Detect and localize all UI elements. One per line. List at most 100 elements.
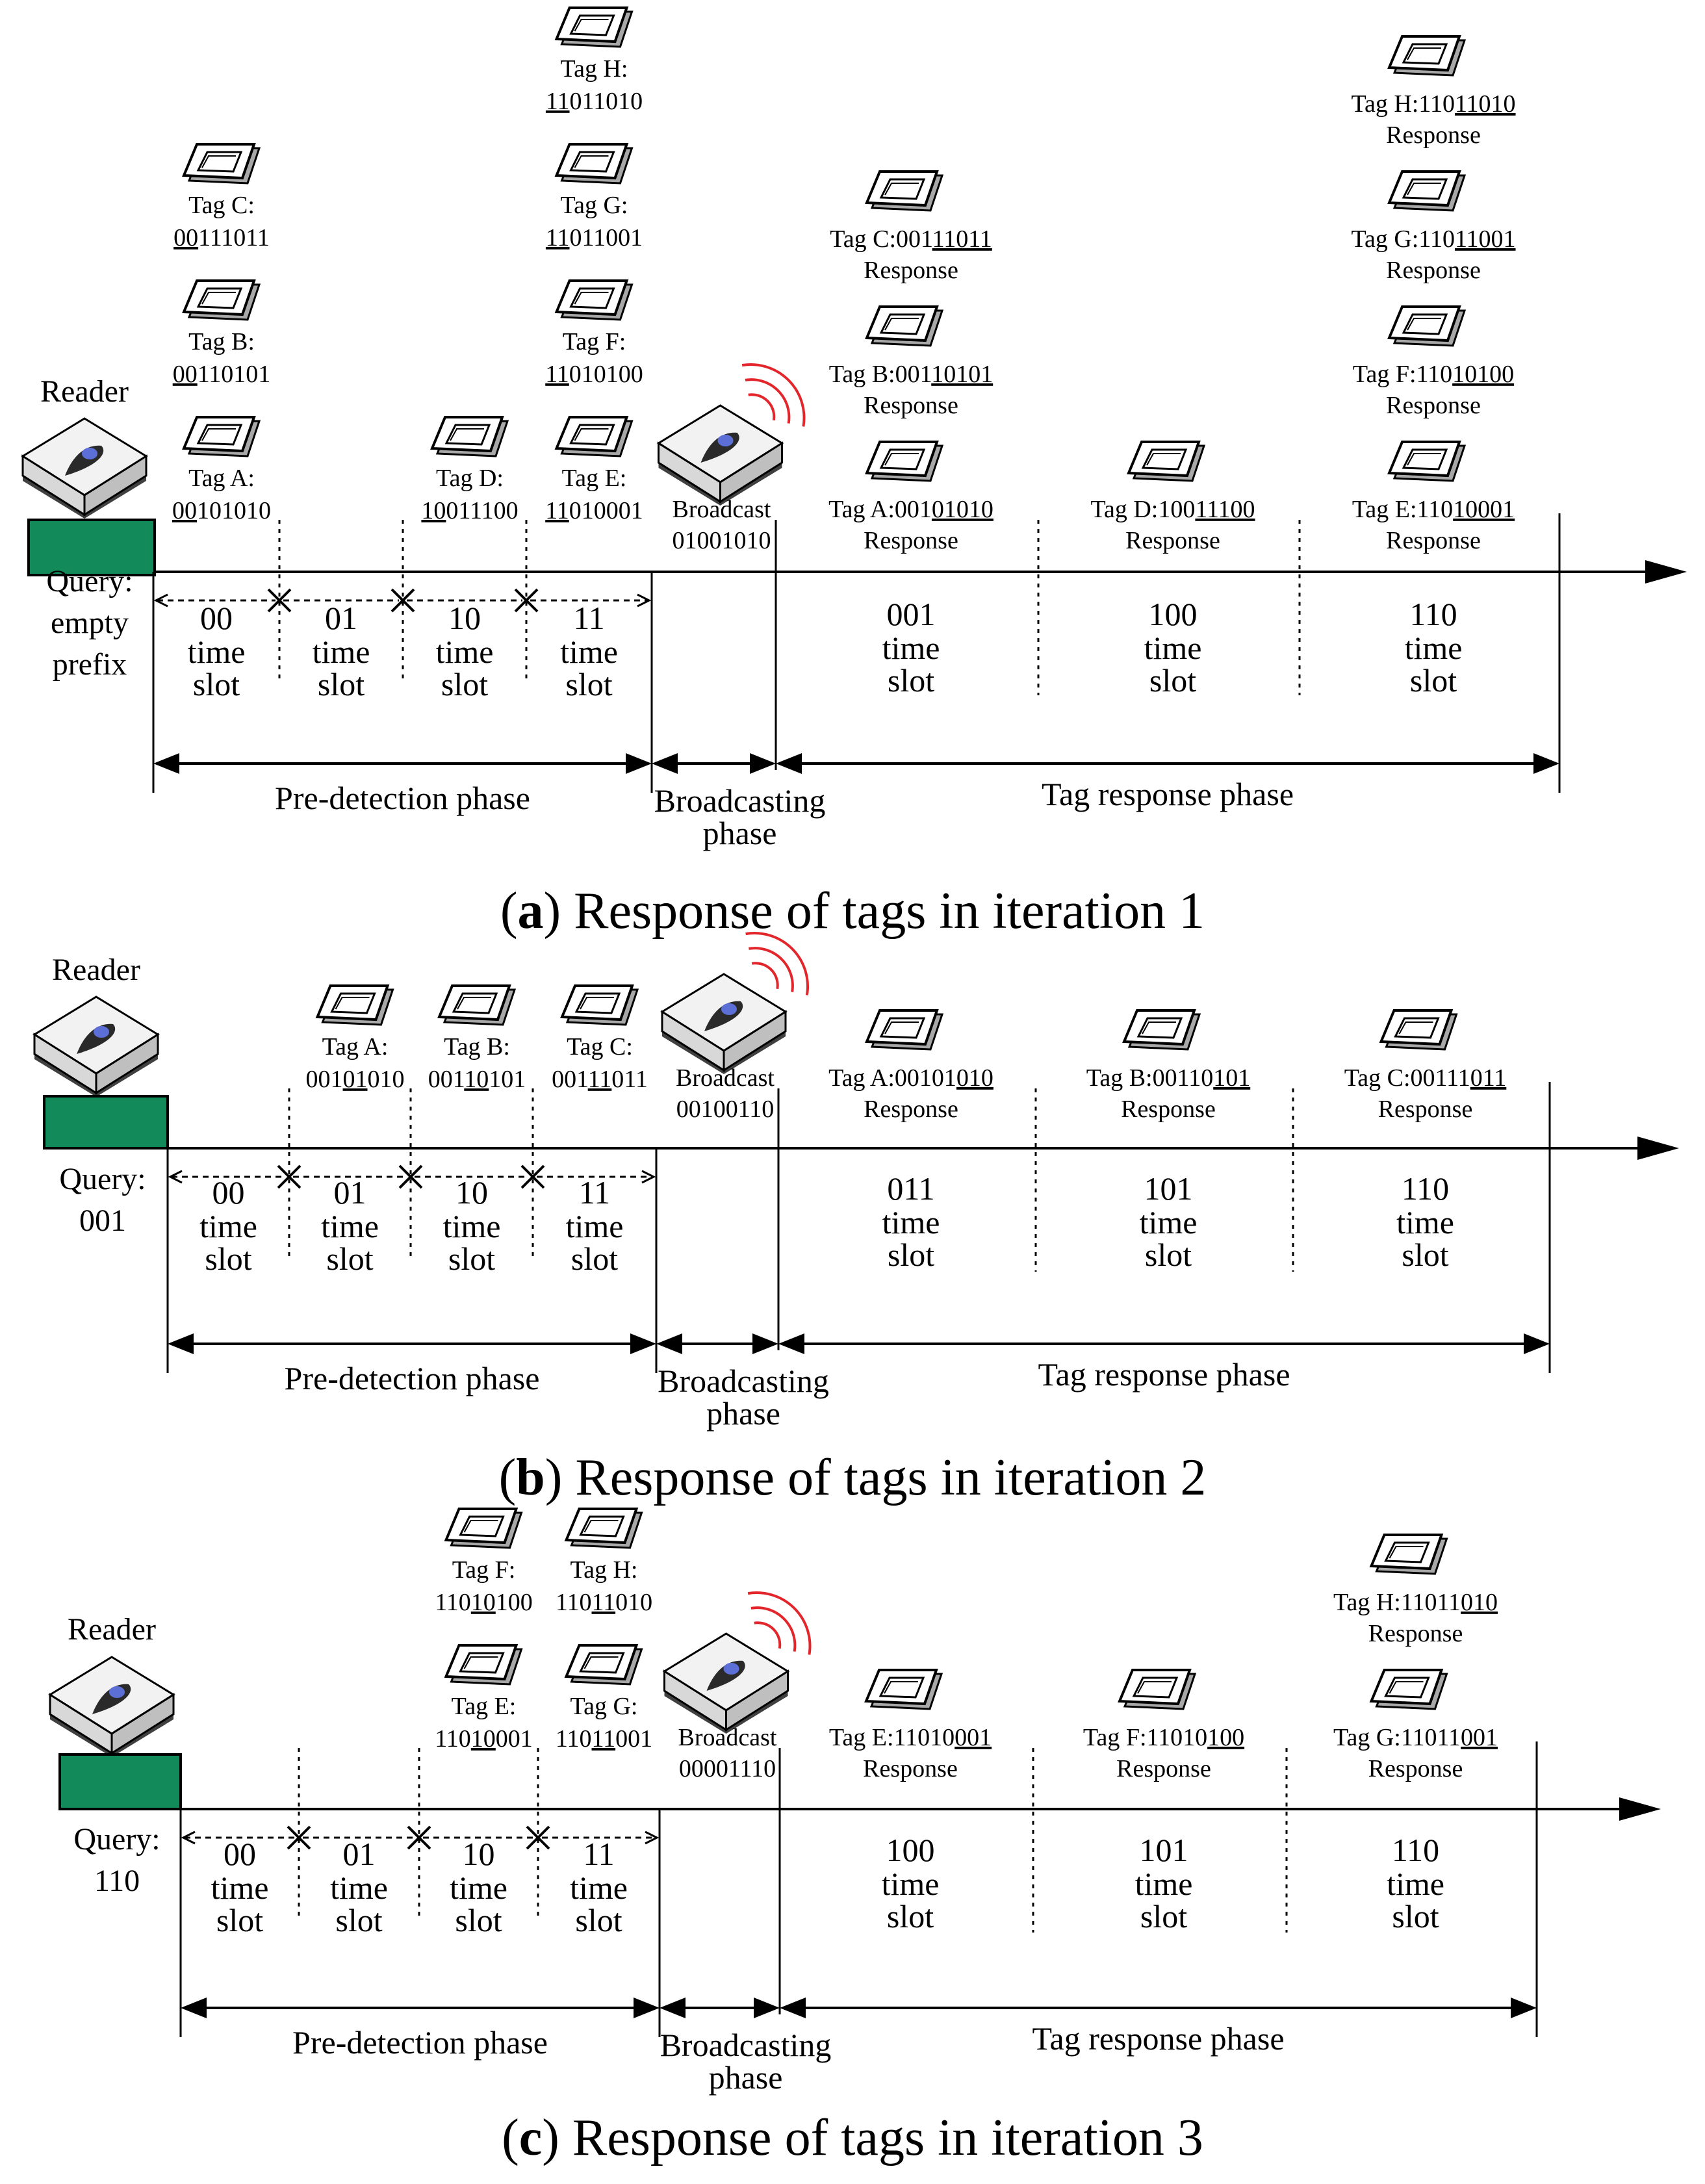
- predetection-tag-name: Tag C:: [188, 192, 255, 219]
- broadcast-label: Broadcast: [678, 1724, 777, 1751]
- slot-word-slot: slot: [575, 1902, 622, 1938]
- underlined-code-part: 100: [1207, 1724, 1244, 1751]
- code-part: 010001: [569, 497, 643, 524]
- tag-antenna: [583, 1656, 619, 1669]
- slot-word-time: time: [1144, 630, 1202, 666]
- slot-word-slot: slot: [193, 666, 240, 702]
- collision-mark: [520, 1164, 545, 1189]
- slot-word-slot: slot: [326, 1240, 373, 1277]
- tag-antenna: [1398, 1021, 1433, 1034]
- tag-chip: [196, 287, 243, 309]
- predetection-tag-code: 11011010: [556, 1589, 652, 1616]
- slot-word-slot: slot: [888, 1237, 934, 1273]
- underlined-code-part: 10: [421, 497, 446, 524]
- collision-mark: [391, 588, 415, 613]
- slot-word-time: time: [882, 630, 940, 666]
- slot-word-slot: slot: [448, 1240, 495, 1277]
- underlined-code-part: 11: [588, 1066, 612, 1093]
- tag-antenna: [450, 428, 484, 441]
- code-part: 011100: [446, 497, 518, 524]
- query-text: empty: [51, 606, 129, 640]
- phase-arrow-left-head: [780, 1998, 806, 2018]
- tag-antenna: [201, 428, 236, 441]
- panel-b: ReaderQuery:00100timeslot01timeslot10tim…: [32, 932, 1679, 1432]
- tag-antenna: [574, 19, 609, 32]
- underlined-code-part: 010: [956, 1064, 994, 1092]
- predetection-slot-number: 00: [200, 600, 233, 636]
- underlined-code-part: 10101: [931, 361, 993, 388]
- rfid-tag-icon: [1369, 1534, 1448, 1575]
- collision-stroke: [526, 1825, 550, 1850]
- response-tag-text: Tag F:11010100: [1083, 1724, 1244, 1751]
- query-text: Query:: [46, 564, 133, 598]
- underlined-code-part: 11011: [932, 225, 992, 253]
- rfid-tag-icon: [1387, 305, 1467, 347]
- tag-chip: [330, 992, 376, 1014]
- tag-antenna: [884, 1681, 918, 1694]
- code-part: 010: [615, 1589, 652, 1616]
- phase-arrow-left-head: [656, 1333, 682, 1354]
- code-part: 110: [435, 1589, 471, 1616]
- underlined-code-part: 10: [471, 1589, 496, 1616]
- broadcast-code: 00001110: [679, 1755, 776, 1782]
- predetection-phase-arrow: [153, 753, 652, 774]
- rfid-tag-icon: [865, 441, 944, 482]
- predetection-tag-name: Tag B:: [444, 1033, 510, 1060]
- slot-word-time: time: [211, 1869, 269, 1906]
- predetection-slot-number: 00: [224, 1836, 256, 1872]
- slot-word-time: time: [560, 634, 618, 670]
- tag-chip: [879, 448, 926, 470]
- tag-antenna: [574, 428, 609, 441]
- code-part: Tag A:00101: [828, 1064, 956, 1092]
- underlined-code-part: 11: [546, 88, 570, 115]
- tag-chip: [1384, 1677, 1430, 1699]
- slot-word-slot: slot: [455, 1902, 502, 1938]
- predetection-tag-code: 00110101: [173, 361, 271, 388]
- broadcasting-phase-label: phase: [709, 2059, 783, 2096]
- response-tag-response: Response: [1368, 1755, 1463, 1782]
- code-part: 110: [556, 1725, 592, 1753]
- tag-antenna: [201, 155, 236, 168]
- predetection-slot-number: 01: [325, 600, 357, 636]
- caption-paren: (: [500, 882, 518, 940]
- panel-c: ReaderQuery:11000timeslot01timeslot10tim…: [48, 1508, 1661, 2096]
- broadcast-code: 01001010: [673, 527, 771, 554]
- collision-stroke: [391, 588, 415, 613]
- response-tag-response: Response: [864, 527, 958, 554]
- reader-right-face: [719, 441, 783, 504]
- broadcasting-phase-label: phase: [703, 815, 777, 851]
- code-part: 010: [368, 1066, 405, 1093]
- tag-chip: [569, 287, 615, 309]
- code-part: 011010: [570, 88, 643, 115]
- underlined-code-part: 11001: [1455, 225, 1516, 253]
- predetection-slot-number: 10: [463, 1836, 495, 1872]
- panel-caption: (a) Response of tags in iteration 1: [500, 882, 1205, 940]
- rfid-tag-icon: [1118, 1669, 1197, 1710]
- predetection-tag-name: Tag G:: [561, 192, 628, 219]
- slot-word-time: time: [570, 1869, 628, 1906]
- slot-word-slot: slot: [205, 1240, 251, 1277]
- response-tag-text: Tag B:00110101: [1086, 1064, 1250, 1092]
- code-part: 001: [552, 1066, 588, 1093]
- tag-antenna: [201, 292, 236, 305]
- reader-query-box: [27, 519, 156, 576]
- rfid-tag-icon: [564, 1644, 643, 1686]
- signal-wave: [745, 932, 809, 996]
- response-phase-arrow: [780, 1998, 1537, 2018]
- slot-word-time: time: [1405, 630, 1463, 666]
- panel-a: ReaderQuery:emptyprefix00timeslot01times…: [21, 6, 1687, 851]
- response-tag-text: Tag B:00110101: [829, 361, 993, 388]
- tag-chip: [1402, 178, 1448, 200]
- predetection-phase-label: Pre-detection phase: [292, 2024, 548, 2061]
- tag-chip: [879, 313, 926, 335]
- slot-word-slot: slot: [335, 1902, 382, 1938]
- underlined-code-part: 11: [592, 1589, 616, 1616]
- tag-chip: [1384, 1541, 1430, 1563]
- predetection-slot-number: 01: [343, 1836, 376, 1872]
- response-phase-label: Tag response phase: [1038, 1356, 1290, 1393]
- predetection-slot-number: 10: [455, 1174, 488, 1211]
- rfid-tag-icon: [182, 279, 261, 321]
- code-part: Tag E:11010: [829, 1724, 955, 1751]
- underlined-code-part: 00: [173, 224, 198, 251]
- slot-word-slot: slot: [571, 1240, 618, 1277]
